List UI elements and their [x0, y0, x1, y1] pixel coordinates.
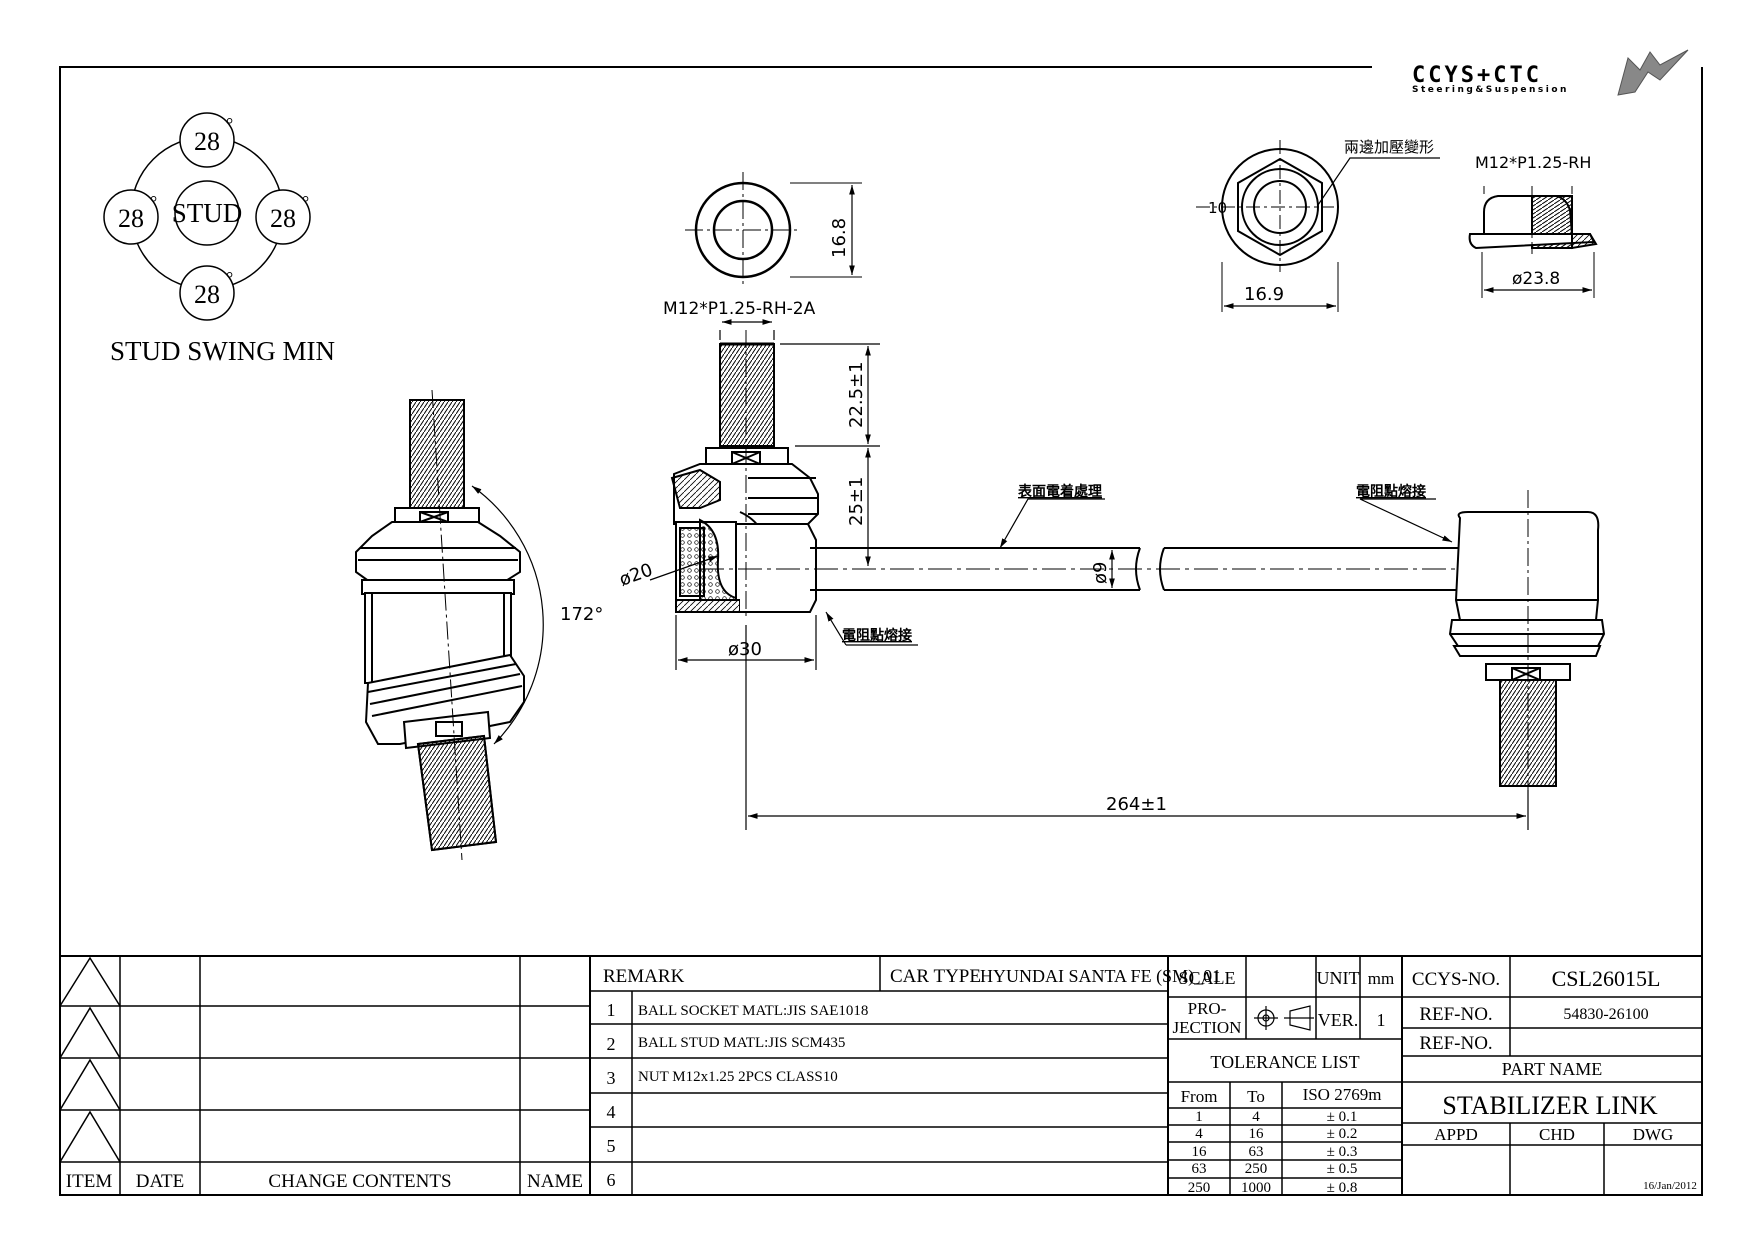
link-main-view	[670, 330, 1606, 820]
stud-swing-title: STUD SWING MIN	[110, 336, 335, 366]
dim-neck-length: 25±1	[846, 477, 867, 526]
tolerance-tol-1: ± 0.1	[1327, 1109, 1358, 1125]
note-weld-right: 電阻點熔接	[1356, 483, 1426, 500]
tolerance-tol-4: ± 0.5	[1327, 1161, 1358, 1177]
brand-tagline: Steering&Suspension	[1412, 85, 1569, 95]
remark-no-6: 6	[607, 1170, 616, 1190]
swing-angle-top: 28	[194, 127, 220, 156]
rev-header-name: NAME	[527, 1171, 583, 1192]
projection-symbol-icon	[1254, 1005, 1314, 1031]
unit-label: UNIT	[1317, 968, 1360, 988]
nut-side-view	[1468, 186, 1598, 298]
remark-no-3: 3	[607, 1068, 616, 1088]
brand-logo: CCYS+CTC Steering&Suspension	[1412, 49, 1689, 96]
main-dimension-lines	[649, 319, 1529, 830]
swivel-view	[355, 389, 525, 861]
drawing-date: 16/Jan/2012	[1643, 1180, 1697, 1192]
dim-nut-ten: 10	[1208, 199, 1227, 217]
ref-no-label-1: REF-NO.	[1419, 1004, 1492, 1025]
tolerance-to-3: 63	[1249, 1144, 1264, 1160]
chd-label: CHD	[1539, 1125, 1575, 1144]
ver-label: VER.	[1318, 1010, 1359, 1030]
tolerance-from-3: 16	[1192, 1144, 1208, 1160]
swing-angle-left: 28	[118, 204, 144, 233]
tolerance-from-1: 1	[1195, 1109, 1203, 1125]
part-name-value: STABILIZER LINK	[1442, 1091, 1657, 1120]
tolerance-to-1: 4	[1252, 1109, 1260, 1125]
dim-thread-top: M12*P1.25-RH-2A	[663, 299, 816, 319]
swing-angle-bottom: 28	[194, 280, 220, 309]
rev-header-item: ITEM	[66, 1171, 113, 1192]
ccys-no-value: CSL26015L	[1552, 966, 1661, 991]
tolerance-header-to: To	[1247, 1087, 1265, 1106]
tolerance-tol-2: ± 0.2	[1327, 1126, 1358, 1142]
part-name-label: PART NAME	[1502, 1059, 1602, 1079]
stud-swing-diagram	[103, 112, 311, 321]
tolerance-from-5: 250	[1188, 1180, 1211, 1196]
remark-no-4: 4	[607, 1102, 616, 1122]
remark-no-1: 1	[607, 1000, 616, 1020]
tolerance-from-2: 4	[1195, 1126, 1203, 1142]
brand-swoosh-icon	[1617, 49, 1689, 96]
remark-no-5: 5	[607, 1136, 616, 1156]
note-nut-crimp: 兩邊加壓變形	[1344, 138, 1434, 156]
car-type-label: CAR TYPE	[890, 966, 981, 987]
projection-label-2: JECTION	[1173, 1018, 1242, 1037]
tolerance-to-5: 1000	[1241, 1180, 1271, 1196]
dim-thread-length: 22.5±1	[846, 361, 867, 428]
dim-body-diameter: ø30	[728, 639, 762, 660]
angle-dimension	[471, 485, 544, 745]
remark-label: REMARK	[603, 966, 685, 987]
dim-washer-height: 16.8	[829, 218, 850, 258]
dim-nut-across-flats: 16.9	[1244, 284, 1284, 305]
dim-bar-diameter: ø9	[1090, 562, 1111, 584]
remark-text-1: BALL SOCKET MATL:JIS SAE1018	[638, 1003, 868, 1019]
appd-label: APPD	[1434, 1125, 1477, 1144]
nut-top-view	[1196, 140, 1440, 312]
unit-value: mm	[1368, 969, 1394, 988]
tolerance-tol-5: ± 0.8	[1327, 1180, 1358, 1196]
dim-total-length: 264±1	[1106, 794, 1167, 815]
dim-nut-thread: M12*P1.25-RH	[1475, 153, 1591, 172]
swing-angle-right: 28	[270, 204, 296, 233]
car-type-value: HYUNDAI SANTA FE (SM)_01	[980, 966, 1221, 987]
note-surface-treatment: 表面電着處理	[1017, 483, 1102, 500]
tolerance-title: TOLERANCE LIST	[1210, 1052, 1359, 1072]
remark-text-2: BALL STUD MATL:JIS SCM435	[638, 1035, 845, 1051]
dim-nut-flange: ø23.8	[1512, 269, 1560, 289]
washer-view	[685, 172, 862, 288]
tolerance-to-2: 16	[1249, 1126, 1265, 1142]
brand-logo-text: CCYS+CTC	[1412, 63, 1542, 88]
swing-degree-top: °	[226, 114, 233, 134]
remark-no-2: 2	[607, 1034, 616, 1054]
dwg-label: DWG	[1633, 1125, 1674, 1144]
rev-header-date: DATE	[136, 1171, 185, 1192]
projection-label-1: PRO-	[1188, 999, 1227, 1018]
title-block-grid	[59, 955, 1702, 1195]
rev-header-change: CHANGE CONTENTS	[268, 1171, 451, 1192]
ver-value: 1	[1377, 1010, 1386, 1030]
tolerance-to-4: 250	[1245, 1161, 1268, 1177]
tolerance-tol-3: ± 0.3	[1327, 1144, 1358, 1160]
tolerance-header-from: From	[1181, 1087, 1218, 1106]
swing-degree-bottom: °	[226, 268, 233, 288]
stud-center-label: STUD	[172, 198, 243, 228]
scale-label: SCALE	[1178, 968, 1235, 988]
swing-degree-right: °	[302, 192, 309, 212]
dim-angle: 172°	[560, 604, 603, 625]
tolerance-header-iso: ISO 2769m	[1303, 1085, 1382, 1104]
tolerance-from-4: 63	[1192, 1161, 1207, 1177]
border-frame	[59, 66, 1703, 1196]
ref-no-label-2: REF-NO.	[1419, 1033, 1492, 1054]
note-weld-left: 電阻點熔接	[842, 627, 912, 644]
ccys-no-label: CCYS-NO.	[1412, 969, 1500, 990]
remark-text-3: NUT M12x1.25 2PCS CLASS10	[638, 1069, 838, 1085]
ref-no-value-1: 54830-26100	[1563, 1006, 1648, 1023]
swing-degree-left: °	[150, 192, 157, 212]
dim-ball-diameter: ø20	[617, 559, 656, 590]
